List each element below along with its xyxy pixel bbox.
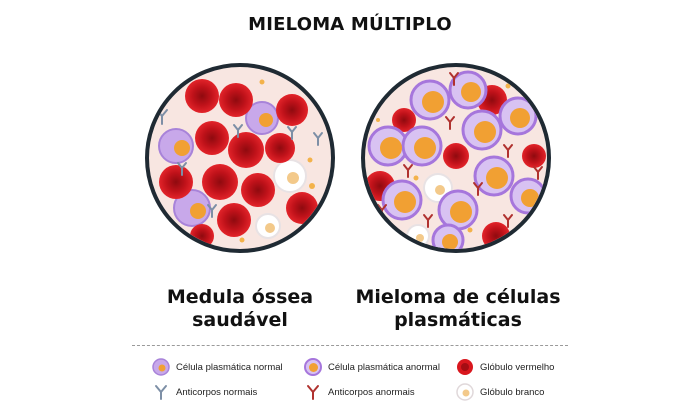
legend-item-normal-antibody: Anticorpos normais xyxy=(152,383,257,401)
legend-item-red-blood-cell: Glóbulo vermelho xyxy=(456,358,554,376)
legend-label: Célula plasmática normal xyxy=(176,361,283,373)
healthy-marrow-label-line2: saudável xyxy=(192,309,288,331)
normal-plasma-cell-icon xyxy=(152,358,170,376)
legend-label: Glóbulo vermelho xyxy=(480,361,555,373)
myeloma-label-line2: plasmáticas xyxy=(394,309,522,331)
myeloma-label-line1: Mieloma de células xyxy=(355,286,561,308)
red-blood-cell-icon xyxy=(457,359,473,375)
healthy-marrow-label-line1: Medula óssea xyxy=(166,286,314,308)
diagram-title: MIELOMA MÚLTIPLO xyxy=(248,14,452,35)
abnormal-antibody-icon xyxy=(307,385,319,400)
myeloma-label: Mieloma de células plasmáticas xyxy=(338,286,578,332)
legend-divider xyxy=(132,345,568,346)
legend-label: Glóbulo branco xyxy=(480,386,545,398)
abnormal-plasma-cell-icon xyxy=(304,358,322,376)
legend-item-white-blood-cell: Glóbulo branco xyxy=(456,383,544,401)
normal-antibody-icon xyxy=(155,385,167,400)
legend-item-abnormal-antibody: Anticorpos anormais xyxy=(304,383,415,401)
myeloma-marrow-illustration xyxy=(358,60,554,256)
legend-item-normal-plasma-cell: Célula plasmática normal xyxy=(152,358,283,376)
healthy-marrow-label: Medula óssea saudável xyxy=(120,286,360,332)
legend-item-abnormal-plasma-cell: Célula plasmática anormal xyxy=(304,358,440,376)
healthy-marrow-illustration xyxy=(142,60,338,256)
white-blood-cell-icon xyxy=(456,383,474,401)
legend-label: Anticorpos normais xyxy=(176,386,258,398)
legend-label: Célula plasmática anormal xyxy=(328,361,440,373)
legend-label: Anticorpos anormais xyxy=(328,386,415,398)
